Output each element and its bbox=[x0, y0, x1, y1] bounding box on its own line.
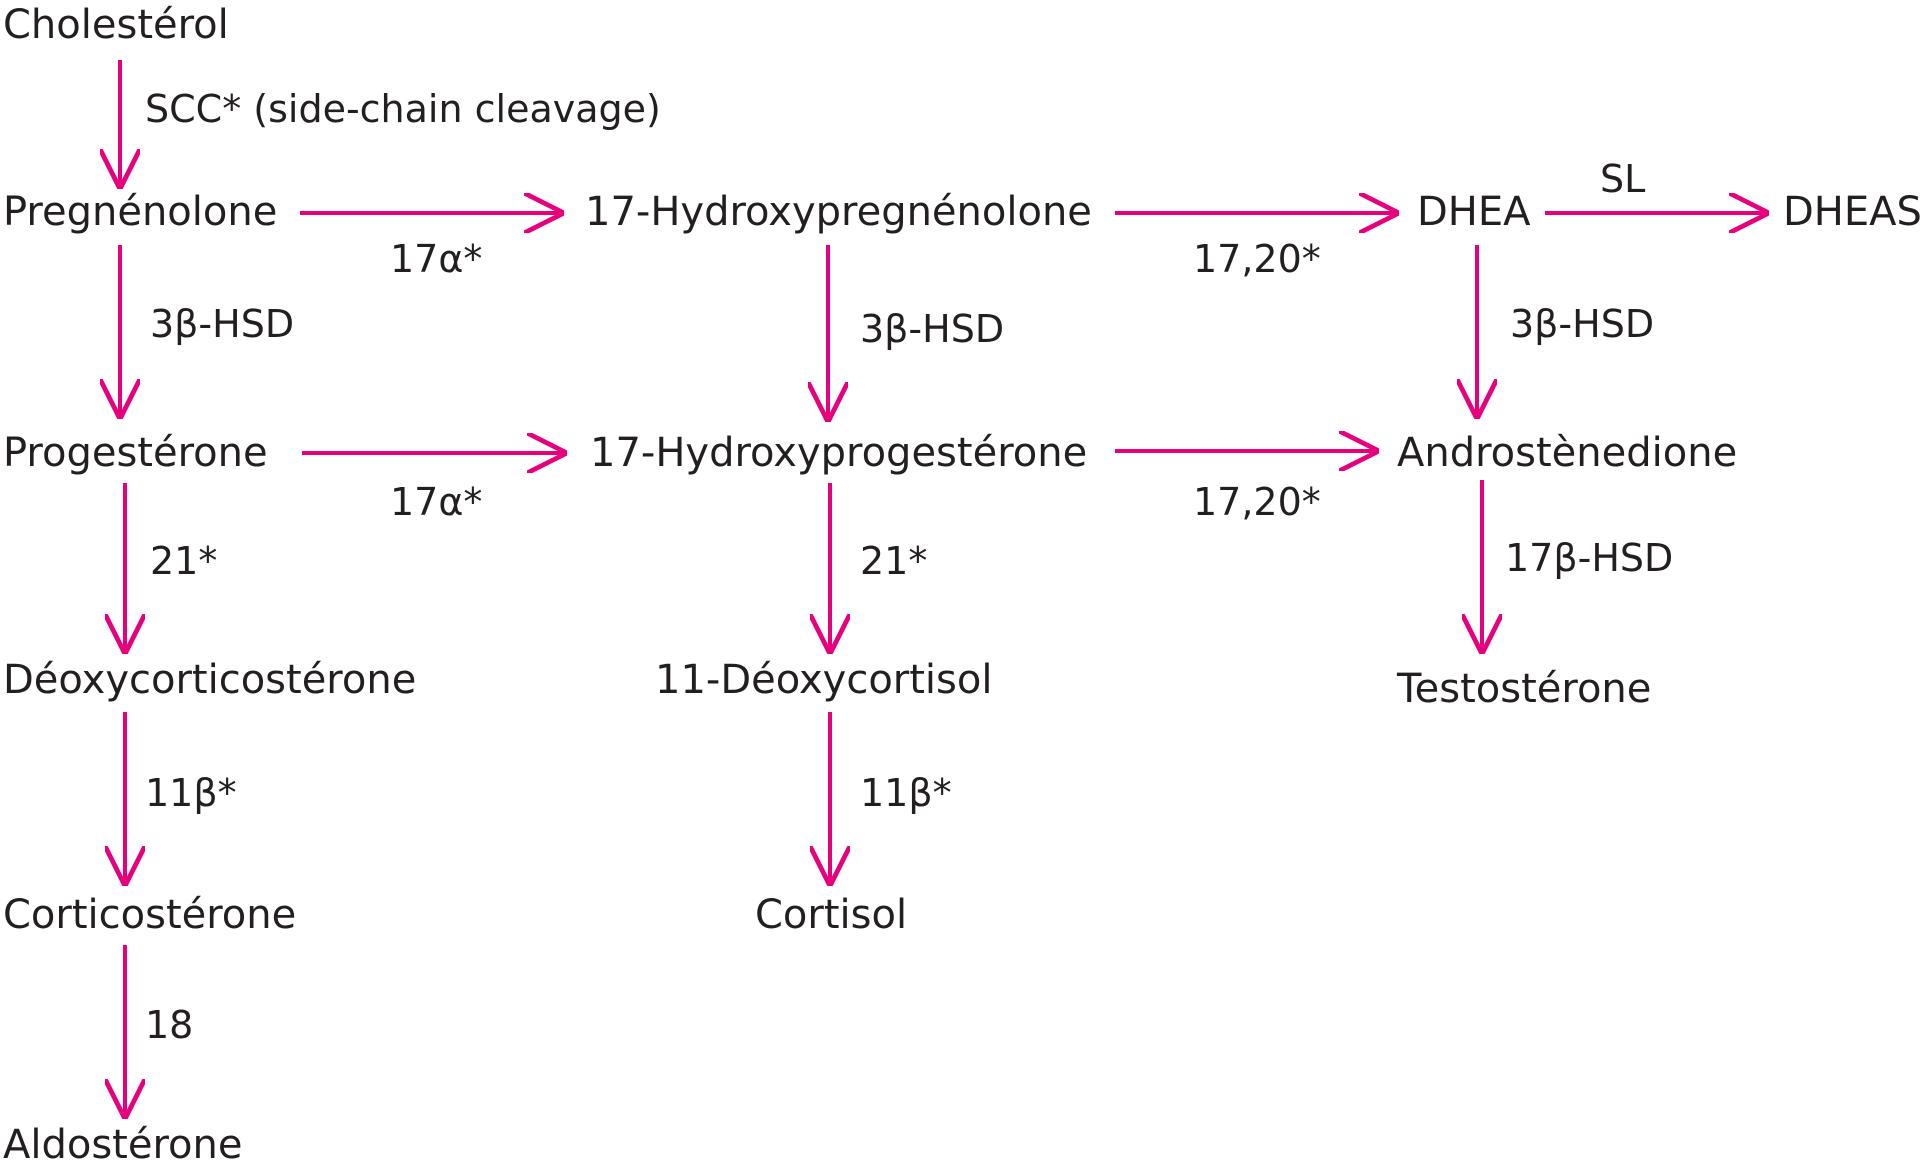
node-dhea: DHEA bbox=[1417, 189, 1531, 235]
node-17-hydroxypregnenolone: 17-Hydroxypregnénolone bbox=[585, 189, 1092, 235]
enzyme-17alpha-bottom: 17α* bbox=[390, 480, 482, 524]
enzyme-21-hydroxylase-mid: 21* bbox=[860, 539, 927, 583]
enzyme-11beta-hydroxylase-mid: 11β* bbox=[860, 771, 952, 815]
enzyme-21-hydroxylase-left: 21* bbox=[150, 539, 217, 583]
node-cortisol: Cortisol bbox=[755, 892, 907, 938]
enzyme-18-hydroxylase: 18 bbox=[145, 1003, 193, 1047]
enzyme-3beta-hsd-right: 3β-HSD bbox=[1510, 302, 1654, 346]
node-progesterone: Progestérone bbox=[3, 430, 268, 476]
enzyme-17-20-lyase-bottom: 17,20* bbox=[1193, 480, 1321, 524]
enzyme-3beta-hsd-left: 3β-HSD bbox=[150, 302, 294, 346]
node-17-hydroxyprogesterone: 17-Hydroxyprogestérone bbox=[590, 430, 1087, 476]
enzyme-17alpha-top: 17α* bbox=[390, 237, 482, 281]
node-dheas: DHEAS bbox=[1783, 189, 1920, 235]
enzyme-11beta-hydroxylase-left: 11β* bbox=[145, 771, 237, 815]
enzyme-3beta-hsd-mid: 3β-HSD bbox=[860, 307, 1004, 351]
node-deoxycorticosterone: Déoxycorticostérone bbox=[3, 657, 416, 703]
node-pregnenolone: Pregnénolone bbox=[3, 189, 277, 235]
enzyme-17beta-hsd: 17β-HSD bbox=[1505, 536, 1673, 580]
node-11-deoxycortisol: 11-Déoxycortisol bbox=[655, 657, 992, 703]
enzyme-17-20-lyase-top: 17,20* bbox=[1193, 237, 1321, 281]
node-testosterone: Testostérone bbox=[1396, 666, 1651, 712]
enzyme-sl: SL bbox=[1600, 157, 1645, 201]
node-aldosterone: Aldostérone bbox=[3, 1122, 242, 1168]
enzyme-scc: SCC* (side-chain cleavage) bbox=[145, 87, 661, 131]
node-corticosterone: Corticostérone bbox=[3, 892, 296, 938]
node-androstenedione: Androstènedione bbox=[1397, 430, 1737, 476]
node-cholesterol: Cholestérol bbox=[3, 2, 229, 48]
